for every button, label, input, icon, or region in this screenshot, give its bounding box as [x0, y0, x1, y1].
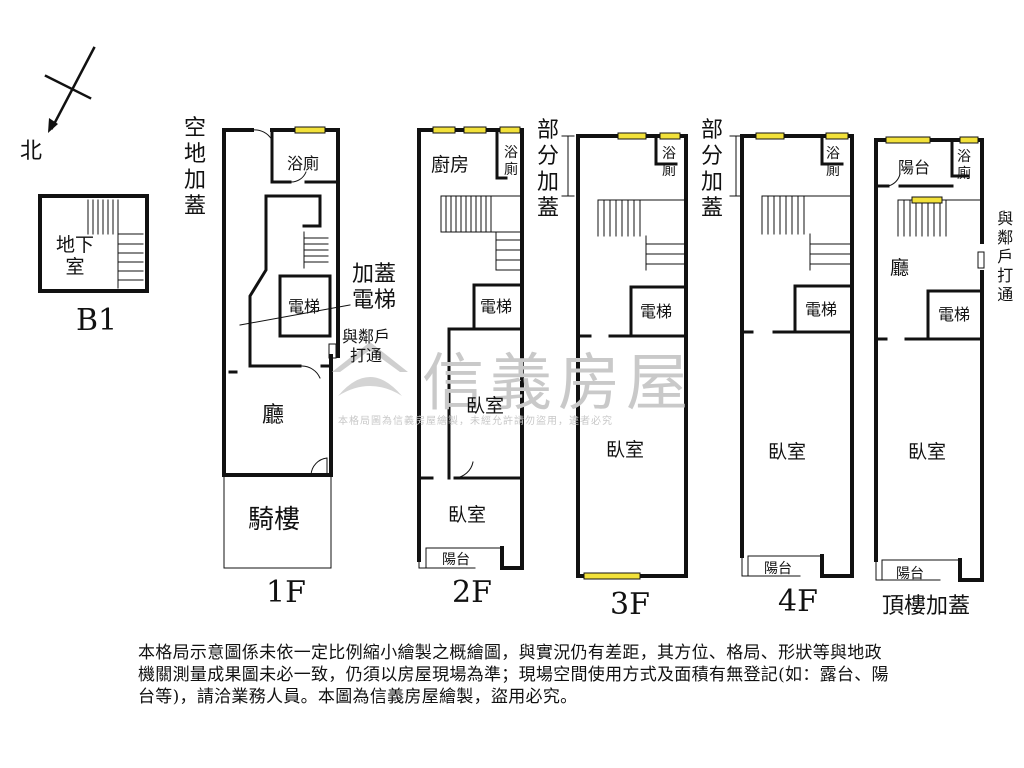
3f-floor-label: 3F — [610, 587, 650, 622]
4f-bedroom-label: 臥室 — [768, 441, 807, 463]
1f-bath-label: 浴廁 — [287, 154, 320, 173]
4f-elevator-label: 電梯 — [805, 300, 838, 319]
roof-living-label: 廳 — [890, 257, 910, 279]
floor-b1-outline — [38, 194, 149, 293]
1f-floor-label: 1F — [266, 575, 306, 610]
2f-kitchen-label: 廚房 — [431, 154, 470, 176]
floor-roof-outline — [874, 138, 985, 582]
1f-living-label: 廳 — [262, 403, 285, 428]
b1-basement-label: 地下室 — [56, 234, 95, 279]
1f-open-space-note: 空地加蓋 — [184, 116, 207, 219]
floor-4f-outline — [740, 134, 854, 578]
north-arrow-icon — [44, 46, 96, 133]
north-label: 北 — [20, 139, 43, 164]
roof-bedroom-label: 臥室 — [908, 441, 947, 463]
roof-balcony-top-label: 陽台 — [898, 158, 931, 177]
4f-floor-label: 4F — [778, 584, 818, 619]
roof-floor-label: 頂樓加蓋 — [882, 594, 971, 619]
2f-elevator-label: 電梯 — [480, 297, 513, 316]
3f-partial-addition-note: 部分加蓋 — [537, 118, 560, 221]
1f-arcade-label: 騎樓 — [248, 505, 301, 535]
roof-neighbor-link-note: 與鄰戶打通 — [997, 209, 1014, 304]
floor-2f-outline — [417, 128, 524, 570]
2f-floor-label: 2F — [452, 575, 492, 610]
3f-bath-label: 浴廁 — [662, 146, 676, 179]
4f-partial-addition-note: 部分加蓋 — [701, 118, 724, 221]
dimension-markers — [223, 131, 743, 197]
floor-1f-outline — [222, 128, 351, 569]
floor-3f-outline — [576, 134, 688, 578]
3f-bedroom-label: 臥室 — [606, 439, 645, 461]
disclaimer-text: 本格局示意圖係未依一定比例縮小繪製之概繪圖，與實況仍有差距，其方位、格局、形狀等… — [138, 643, 889, 707]
roof-balcony-label: 陽台 — [896, 566, 924, 582]
1f-elevator-label: 電梯 — [288, 297, 321, 316]
4f-bath-label: 浴廁 — [826, 146, 840, 179]
3f-elevator-label: 電梯 — [640, 302, 673, 321]
2f-balcony-label: 陽台 — [442, 552, 470, 568]
2f-bedroom1-label: 臥室 — [466, 395, 505, 417]
window-markers — [294, 126, 979, 580]
1f-neighbor-link-note: 與鄰戶打通 — [342, 327, 391, 365]
roof-bath-label: 浴廁 — [957, 149, 971, 182]
roof-elevator-label: 電梯 — [938, 305, 971, 324]
b1-floor-label: B1 — [76, 303, 118, 338]
2f-bath-label: 浴廁 — [504, 145, 518, 178]
4f-balcony-label: 陽台 — [764, 561, 792, 577]
1f-added-elevator-note: 加蓋電梯 — [352, 262, 397, 313]
2f-bedroom2-label: 臥室 — [448, 504, 487, 526]
